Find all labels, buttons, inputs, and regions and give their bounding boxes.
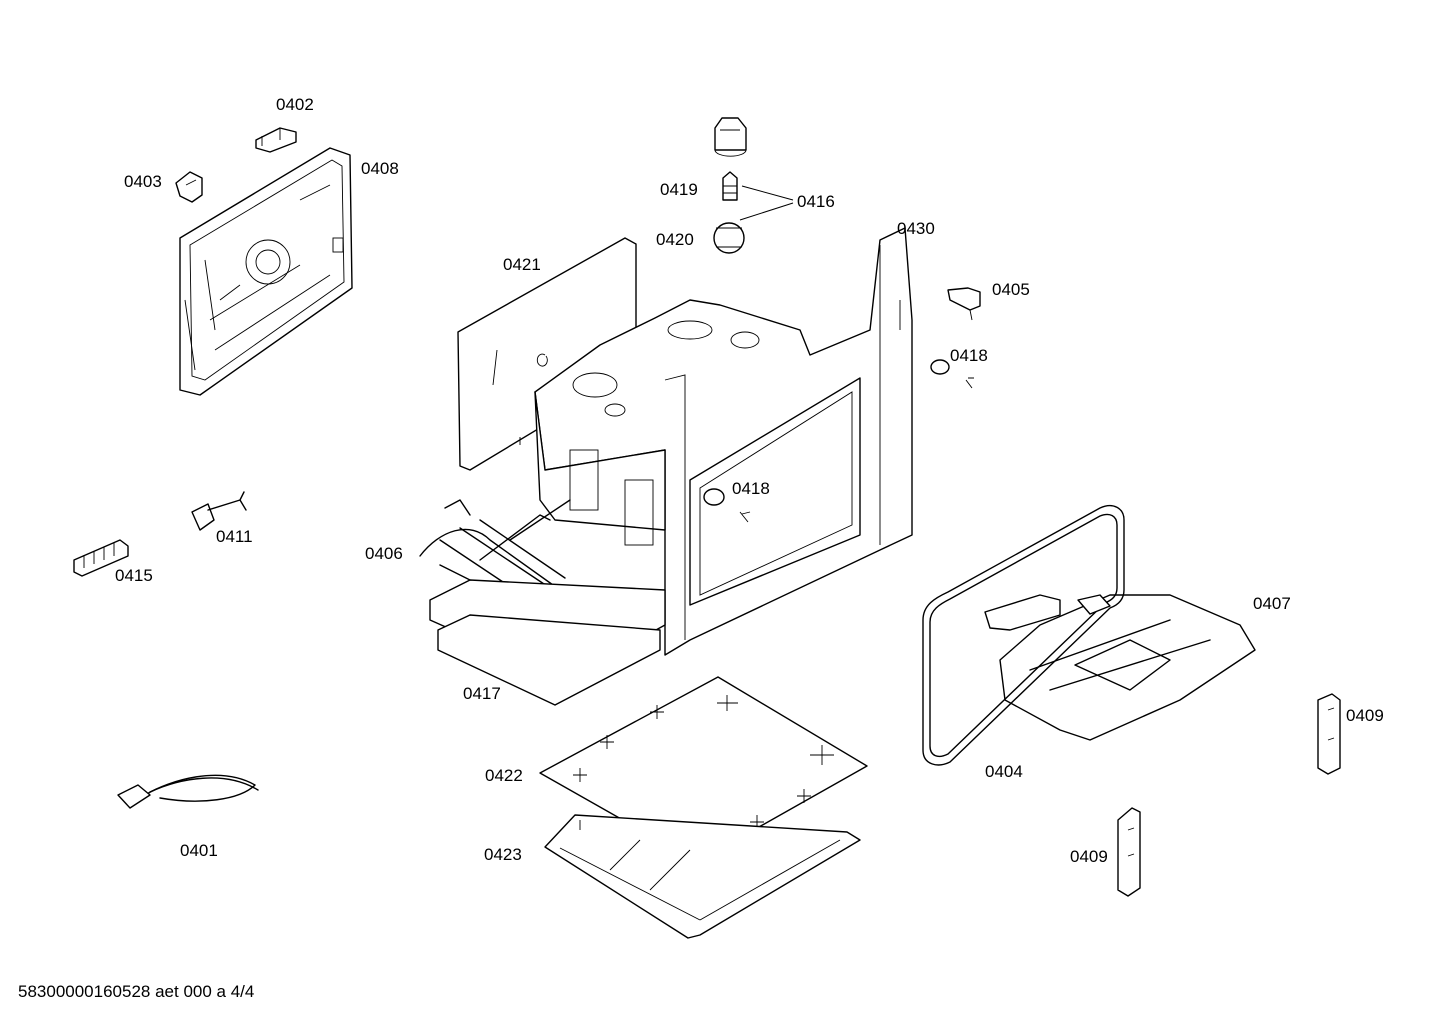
part-0420-lamp-cover (713, 222, 745, 254)
part-0401-power-cord (117, 774, 259, 809)
label-0401: 0401 (180, 841, 218, 860)
label-0430: 0430 (897, 219, 935, 238)
label-0419: 0419 (660, 180, 698, 199)
label-0405: 0405 (992, 280, 1030, 299)
part-0403 (175, 171, 203, 203)
part-0417-insulation (429, 579, 666, 706)
label-0408: 0408 (361, 159, 399, 178)
part-0418-lower (703, 488, 751, 523)
label-0407: 0407 (1253, 594, 1291, 613)
label-0406: 0406 (365, 544, 403, 563)
label-0420: 0420 (656, 230, 694, 249)
part-0418-upper (930, 359, 974, 389)
part-0404-door-seal (922, 504, 1125, 766)
label-0418-upper: 0418 (950, 346, 988, 365)
label-0404: 0404 (985, 762, 1023, 781)
part-0407-grill-element (984, 594, 1256, 741)
part-0419-bulb (722, 171, 738, 201)
part-0415 (73, 539, 129, 577)
label-0418-lower: 0418 (732, 479, 770, 498)
label-0421: 0421 (503, 255, 541, 274)
label-0422: 0422 (485, 766, 523, 785)
label-0417: 0417 (463, 684, 501, 703)
part-0406-heating-element (419, 499, 571, 619)
label-0402: 0402 (276, 95, 314, 114)
document-id-footer: 58300000160528 aet 000 a 4/4 (18, 982, 255, 1001)
label-0409-upper: 0409 (1346, 706, 1384, 725)
leader-0416 (739, 185, 794, 221)
part-0430-oven-cavity (534, 227, 913, 656)
label-0416: 0416 (797, 192, 835, 211)
label-0411: 0411 (216, 527, 253, 546)
part-0423-base-frame (544, 814, 861, 939)
label-0415: 0415 (115, 566, 153, 585)
label-0403: 0403 (124, 172, 162, 191)
part-0409-lower (1117, 807, 1141, 897)
part-0416-lamp-holder (714, 117, 747, 157)
part-0402 (255, 127, 297, 153)
part-0405 (947, 287, 981, 321)
label-0423: 0423 (484, 845, 522, 864)
part-0409-upper (1317, 693, 1341, 775)
label-0409-lower: 0409 (1070, 847, 1108, 866)
part-0408-back-panel (179, 147, 353, 396)
part-0411 (191, 491, 247, 531)
